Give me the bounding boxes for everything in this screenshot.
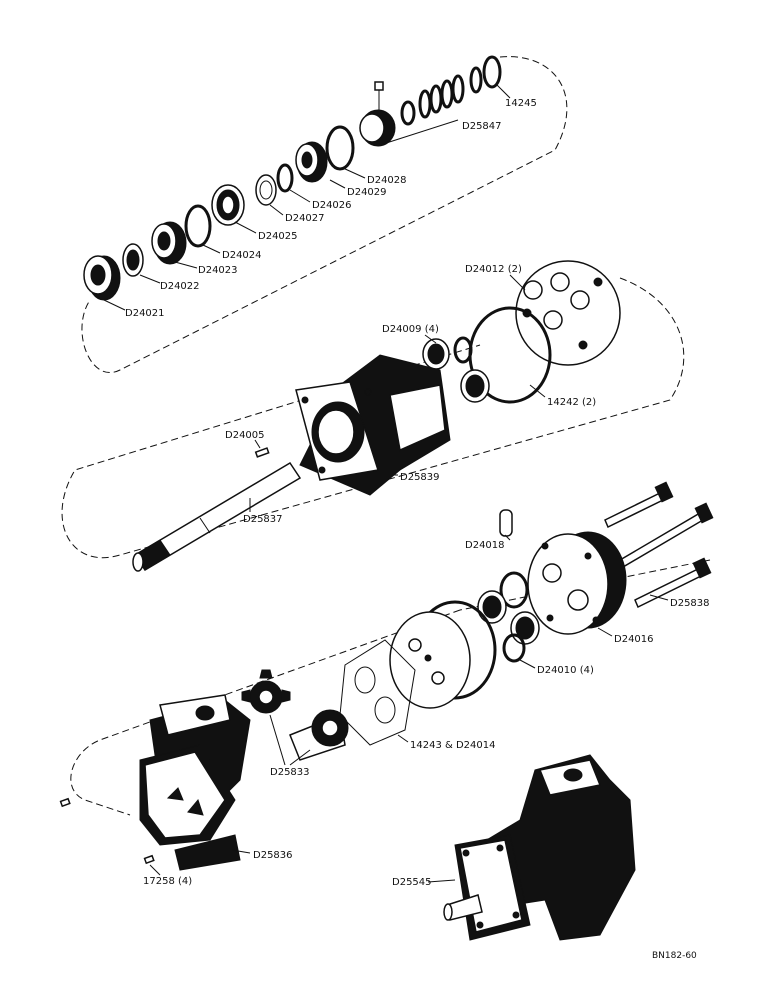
label-d24024: D24024 — [222, 250, 262, 261]
pump-gears-part — [241, 669, 349, 761]
seal-assembly-part — [359, 66, 483, 147]
retainer-part — [151, 221, 187, 265]
label-d25847: D25847 — [462, 121, 502, 132]
label-d24027: D24027 — [285, 213, 325, 224]
label-17258: 17258 (4) — [143, 876, 192, 887]
wear-plate-part — [389, 600, 497, 709]
bearing-plate-part — [515, 260, 621, 366]
shaft-key-part — [254, 447, 270, 458]
label-d25545: D25545 — [392, 877, 432, 888]
cap-screw-part — [143, 854, 155, 865]
lock-washer-part — [122, 243, 144, 277]
label-d24016: D24016 — [614, 634, 654, 645]
label-d25836: D25836 — [253, 850, 293, 861]
label-d24005: D24005 — [225, 430, 265, 441]
leader-lines — [103, 84, 669, 883]
label-14245: 14245 — [505, 98, 537, 109]
label-d24023: D24023 — [198, 265, 238, 276]
label-d24026: D24026 — [312, 200, 352, 211]
threaded-nut-part — [83, 255, 121, 301]
assembled-pump-part — [443, 754, 636, 941]
label-d24012: D24012 (2) — [465, 264, 522, 275]
end-snap-ring-part — [482, 55, 502, 89]
o-ring-part — [184, 204, 212, 248]
label-d25838: D25838 — [670, 598, 710, 609]
label-d24009: D24009 (4) — [382, 324, 439, 335]
label-d25839: D25839 — [400, 472, 440, 483]
snap-ring-part — [276, 163, 294, 193]
label-14243-d24014: 14243 & D24014 — [410, 740, 495, 751]
gear-needle-bearings-part — [477, 571, 540, 663]
mounting-flange-housing-part — [295, 354, 451, 496]
label-d25837: D25837 — [243, 514, 283, 525]
gear-section-group — [59, 481, 714, 871]
large-o-ring-part — [325, 125, 355, 171]
pump-body-part — [139, 694, 251, 871]
end-cover-part — [527, 531, 627, 635]
front-housing-group — [132, 260, 621, 572]
label-d24022: D24022 — [160, 281, 200, 292]
ball-bearing-part — [211, 184, 245, 226]
label-14242: 14242 (2) — [547, 397, 596, 408]
label-d24010: D24010 (4) — [537, 665, 594, 676]
seal-housing-part — [295, 141, 328, 183]
drawing-number: BN182-60 — [652, 951, 697, 961]
label-d24021: D24021 — [125, 308, 165, 319]
bearing-stack-group — [83, 55, 502, 301]
needle-bearing-part — [422, 336, 490, 403]
dowel-pin-part — [499, 509, 513, 537]
label-d24029: D24029 — [347, 187, 387, 198]
drive-shaft-part — [132, 461, 302, 572]
label-d25833: D25833 — [270, 767, 310, 778]
spacer-part — [255, 174, 277, 206]
label-d24028: D24028 — [367, 175, 407, 186]
label-d24018: D24018 — [465, 540, 505, 551]
part-labels: 14245 D25847 D24028 D24029 D24026 D24027… — [125, 98, 710, 961]
cap-screw-part — [59, 797, 71, 808]
label-d24025: D24025 — [258, 231, 298, 242]
